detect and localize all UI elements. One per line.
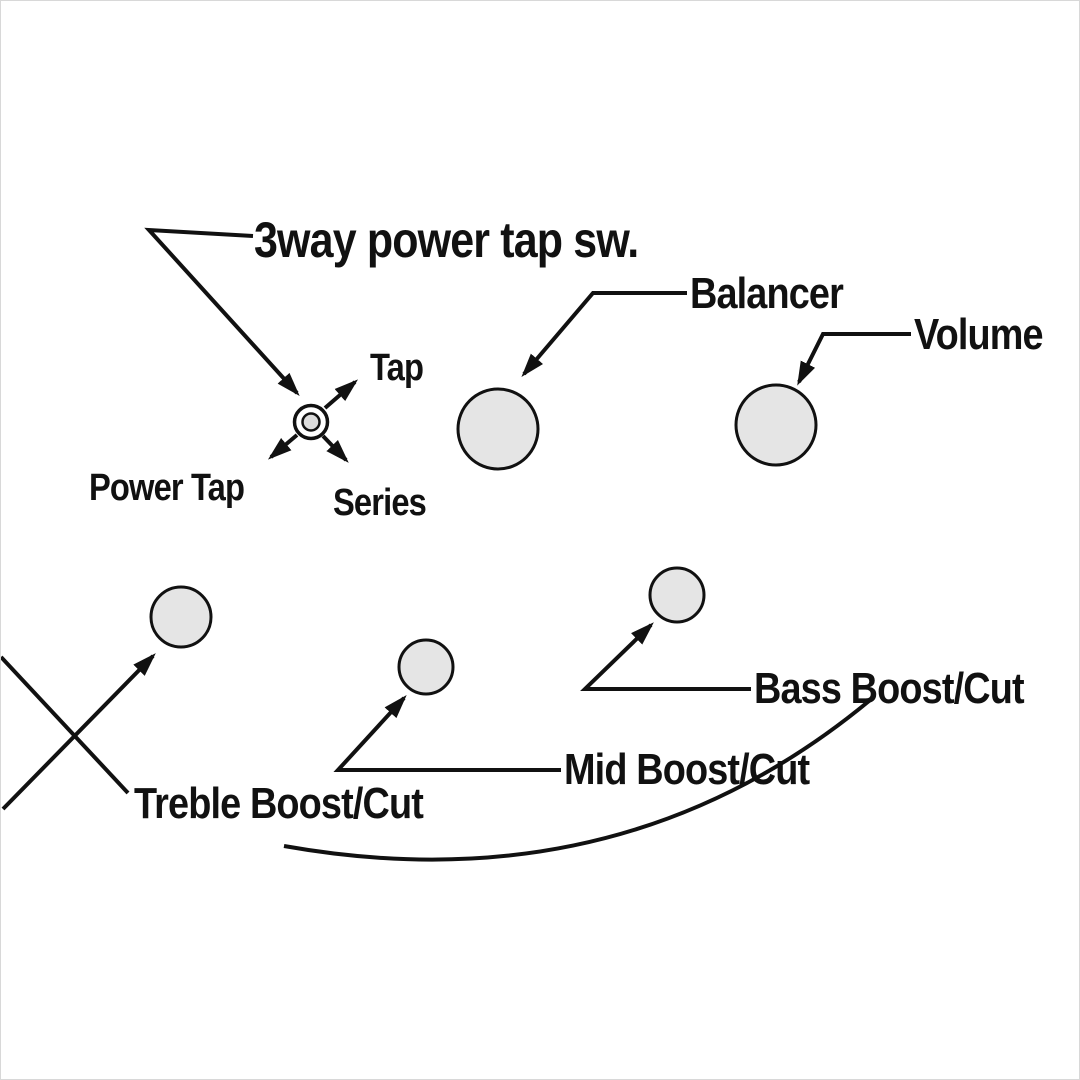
label-tap: Tap bbox=[370, 347, 424, 389]
leader-treble-to-label bbox=[1, 655, 130, 795]
leader-bass bbox=[580, 622, 751, 691]
label-volume: Volume bbox=[914, 310, 1044, 359]
label-mid-boost-cut: Mid Boost/Cut bbox=[564, 745, 810, 794]
leader-balancer bbox=[521, 291, 687, 378]
leader-treble-to-knob bbox=[1, 653, 156, 811]
label-power-tap-switch: 3way power tap sw. bbox=[254, 212, 639, 268]
knobs-group bbox=[149, 383, 818, 696]
volume-knob bbox=[734, 383, 818, 467]
leader-power-tap-switch bbox=[144, 227, 300, 396]
power-tap-switch-center bbox=[301, 412, 321, 432]
bass-knob bbox=[648, 566, 706, 624]
balancer-knob bbox=[456, 387, 540, 471]
leader-mid bbox=[333, 695, 561, 772]
mid-knob bbox=[397, 638, 455, 696]
leader-lines-group bbox=[1, 227, 911, 862]
label-power-tap: Power Tap bbox=[89, 467, 245, 509]
arrow-series bbox=[321, 434, 349, 463]
label-bass-boost-cut: Bass Boost/Cut bbox=[754, 664, 1025, 713]
leader-volume bbox=[797, 332, 911, 386]
label-balancer: Balancer bbox=[690, 269, 844, 318]
label-treble-boost-cut: Treble Boost/Cut bbox=[134, 779, 424, 828]
treble-knob bbox=[149, 585, 213, 649]
arrow-power-tap bbox=[267, 433, 299, 460]
label-series: Series bbox=[333, 482, 427, 524]
leader-arc bbox=[283, 699, 871, 862]
arrow-tap bbox=[323, 379, 359, 410]
